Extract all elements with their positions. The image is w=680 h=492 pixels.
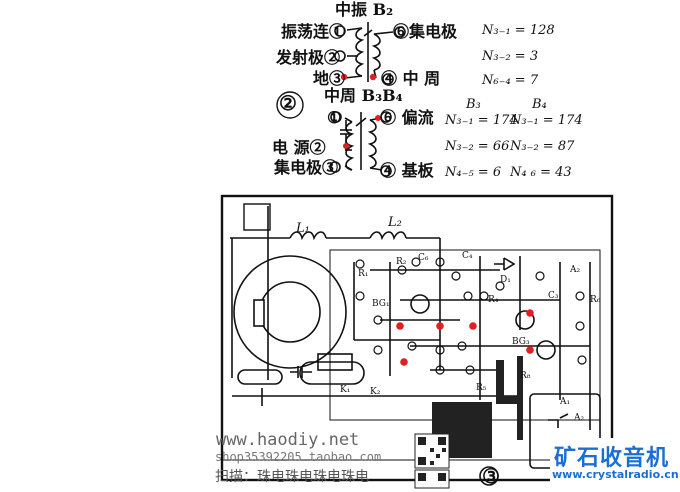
b3b4-primary-coil bbox=[345, 121, 355, 171]
brand-logo: 矿石收音机 www.crystalradio.cn bbox=[550, 438, 679, 484]
label-l1: L₁ bbox=[296, 221, 310, 236]
b3b4-pin1-label: ① bbox=[327, 108, 342, 127]
b3-column-header: B₃ bbox=[466, 97, 481, 112]
b2-pin2-label: 发射极② bbox=[276, 48, 341, 67]
label-a1: A₁ bbox=[560, 397, 571, 407]
b3b4-pin3-label: 集电极③ bbox=[274, 158, 339, 177]
label-c4: C₄ bbox=[462, 251, 473, 261]
label-bg3: BG₃ bbox=[512, 337, 530, 347]
b2-pin3-label: 地③ bbox=[313, 69, 346, 88]
b2-turns-0: N₃₋₁ = 128 bbox=[482, 23, 555, 38]
b3b4-pin6-label: ⑥ 偏流 bbox=[380, 108, 434, 127]
label-d1: D₁ bbox=[500, 275, 511, 285]
qr-codes bbox=[414, 433, 450, 489]
b2-pin1-label: 振荡连① bbox=[281, 22, 346, 41]
b3b4-pin4-label: ④ 基板 bbox=[380, 161, 434, 180]
b4-turns-1: N₃₋₂ = 87 bbox=[510, 139, 575, 154]
figure-2-number: ② bbox=[279, 91, 297, 115]
b3-turns-1: N₃₋₂ = 66 bbox=[445, 139, 510, 154]
label-l2: L₂ bbox=[388, 215, 402, 230]
brand-url: www.crystalradio.cn bbox=[552, 468, 679, 481]
b2-secondary-coil bbox=[371, 33, 381, 71]
label-r2: R₂ bbox=[396, 257, 407, 267]
brand-name: 矿石收音机 bbox=[554, 446, 670, 471]
label-k2: K₂ bbox=[370, 387, 381, 397]
b2-turns-2: N₆₋₄ = 7 bbox=[482, 73, 539, 88]
label-bg1: BG₁ bbox=[372, 299, 390, 309]
b2-pin6-label: ⑥集电极 bbox=[393, 22, 458, 41]
b3-turns-2: N₄₋₅ = 6 bbox=[445, 165, 502, 180]
label-k1: K₁ bbox=[340, 385, 351, 395]
watermark-scan: 扫描：珠电珠电珠电珠电 bbox=[215, 469, 369, 485]
label-c6: C₆ bbox=[418, 253, 429, 263]
label-a2: A₂ bbox=[570, 265, 581, 275]
label-r5: R₅ bbox=[476, 383, 487, 393]
b2-turns-1: N₃₋₂ = 3 bbox=[482, 49, 539, 64]
label-c3: C₃ bbox=[548, 291, 559, 301]
b4-turns-2: N₄ ₆ = 43 bbox=[510, 165, 572, 180]
b3b4-title: 中周 B₃B₄ bbox=[324, 86, 403, 105]
label-r4: R₄ bbox=[488, 295, 499, 305]
b4-column-header: B₄ bbox=[532, 97, 547, 112]
label-r6: R₆ bbox=[590, 295, 601, 305]
figure-3-number: ③ bbox=[482, 464, 500, 488]
b3-turns-0: N₃₋₁ = 174 bbox=[445, 113, 518, 128]
b3b4-pin2-label: 电 源② bbox=[272, 138, 326, 157]
label-r8: R₈ bbox=[520, 371, 531, 381]
b2-title: 中振 B₂ bbox=[335, 0, 394, 19]
b3b4-secondary-coil bbox=[367, 119, 377, 169]
label-r1: R₁ bbox=[358, 269, 369, 279]
b2-primary-coil bbox=[355, 27, 365, 77]
watermark-shop: shop35392205.taobao.com bbox=[215, 450, 382, 464]
b2-pin4-label: ④ 中 周 bbox=[381, 69, 441, 88]
speaker-ring bbox=[233, 255, 347, 369]
label-a2-lower: A₂ bbox=[574, 413, 585, 423]
watermark-site: www.haodiy.net bbox=[216, 430, 360, 450]
b4-turns-0: N₃₋₁ = 174 bbox=[510, 113, 583, 128]
